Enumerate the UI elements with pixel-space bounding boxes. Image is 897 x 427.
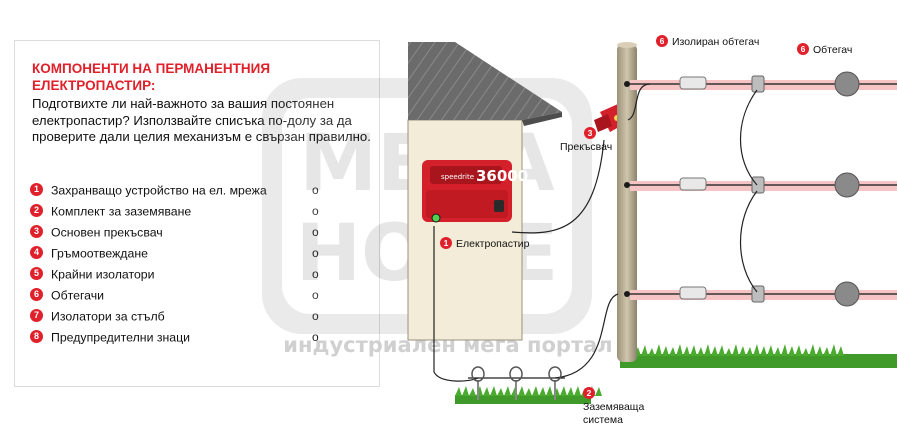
callout-ground: 2Заземяваща система: [583, 387, 655, 427]
check-circle[interactable]: o: [312, 330, 319, 344]
check-circle[interactable]: o: [312, 201, 319, 222]
callout-label: Изолиран обтегач: [672, 36, 760, 48]
post-insulators: [624, 81, 630, 297]
number-badge: 6: [656, 35, 668, 48]
number-badge: 6: [797, 43, 809, 56]
list-item: 2 Комплект за заземяване o: [30, 201, 330, 222]
number-badge: 3: [584, 127, 596, 140]
svg-text:speedrite: speedrite: [441, 173, 474, 181]
energizer-device: speedrite 36000: [422, 160, 528, 223]
list-item: 3 Основен прекъсвач o: [30, 222, 330, 243]
component-label: Изолатори за стълб: [51, 309, 165, 324]
ground-rods: [468, 366, 565, 400]
number-badge: 8: [30, 330, 43, 344]
number-badge: 4: [30, 246, 43, 260]
list-item: 6 Обтегачи o: [30, 285, 330, 306]
callout-insulated-tensioner: 6 Изолиран обтегач: [656, 35, 760, 49]
component-label: Предупредителни знаци: [51, 330, 191, 345]
check-circle[interactable]: o: [312, 243, 319, 264]
building: [407, 42, 562, 341]
device-display: 36000: [476, 167, 528, 185]
callout-switch: 3 Прекъсвач: [560, 127, 630, 154]
callout-label: Електропастир: [456, 238, 530, 250]
component-label: Гръмоотвеждане: [51, 246, 148, 261]
check-circle[interactable]: o: [312, 180, 319, 201]
list-item: 5 Крайни изолатори o: [30, 264, 330, 285]
component-label: Комплект за заземяване: [51, 204, 192, 219]
tensioners: [834, 71, 860, 307]
component-label: Основен прекъсвач: [51, 225, 163, 240]
component-label: Крайни изолатори: [51, 267, 155, 282]
grass: [620, 344, 897, 368]
fence-post: [617, 42, 637, 362]
check-circle[interactable]: o: [312, 285, 319, 306]
component-label: Захранващо устройство на ел. мрежа: [51, 183, 267, 198]
number-badge: 2: [583, 387, 595, 400]
list-item: 1 Захранващо устройство на ел. мрежа o: [30, 180, 330, 201]
number-badge: 1: [440, 237, 452, 250]
checklist-heading: КОМПОНЕНТИ НА ПЕРМАНЕНТНИЯ ЕЛЕКТРОПАСТИР…: [32, 61, 271, 93]
list-item: 4 Гръмоотвеждане o: [30, 243, 330, 264]
grass-patch: [455, 386, 602, 404]
component-label: Обтегачи: [51, 288, 105, 303]
number-badge: 1: [30, 183, 43, 197]
number-badge: 6: [30, 288, 43, 302]
list-item: 8 Предупредителни знаци o: [30, 327, 330, 348]
connection-cables: [433, 83, 758, 382]
callout-energizer: 1 Електропастир: [440, 237, 530, 251]
number-badge: 5: [30, 267, 43, 281]
checklist-intro: Подготвихте ли най-важното за вашия пост…: [32, 96, 371, 144]
number-badge: 2: [30, 204, 43, 218]
check-circle[interactable]: o: [312, 222, 319, 243]
callout-label: Заземяваща система: [583, 401, 645, 426]
check-circle[interactable]: o: [312, 264, 319, 285]
component-list: 1 Захранващо устройство на ел. мрежа o 2 Ко…: [30, 180, 330, 348]
number-badge: 3: [30, 225, 43, 239]
list-item: 7 Изолатори за стълб o: [30, 306, 330, 327]
callout-label: Прекъсвач: [560, 141, 613, 153]
check-circle[interactable]: o: [312, 306, 319, 327]
checklist-panel: [14, 40, 380, 387]
callout-label: Обтегач: [813, 44, 853, 56]
callout-tensioner: 6 Обтегач: [797, 43, 853, 57]
number-badge: 7: [30, 309, 43, 323]
